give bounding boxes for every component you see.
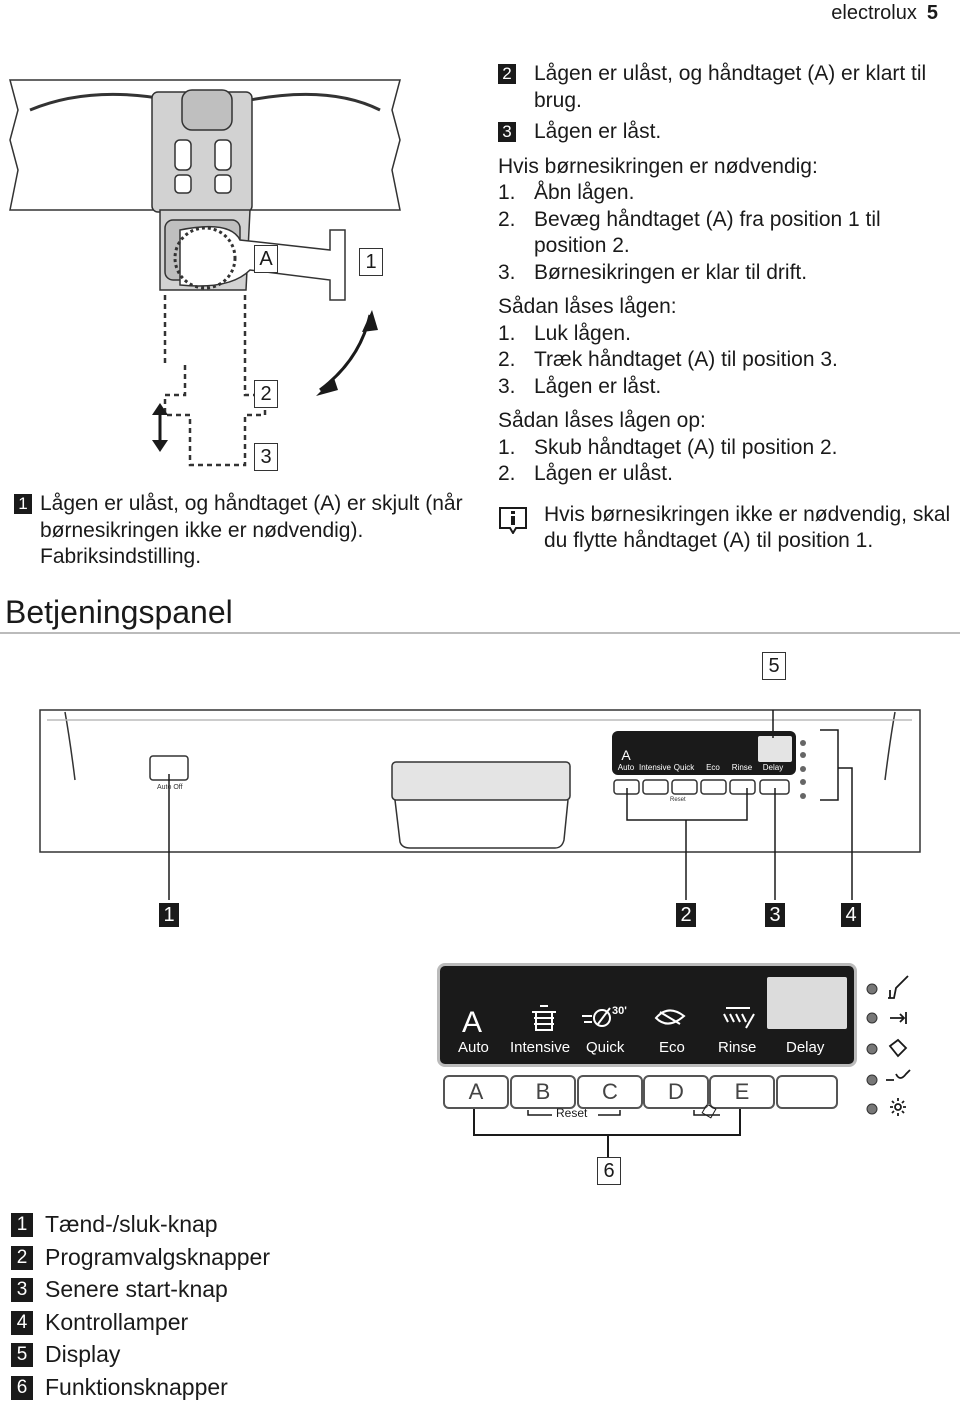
step-2: 2 Lågen er ulåst, og håndtaget (A) er kl… — [498, 61, 958, 114]
list-item: 1.Skub håndtaget (A) til position 2. — [498, 435, 838, 459]
auto-symbol: A — [462, 1006, 483, 1039]
child-lock-list: 1.Åbn lågen. 2.Bevæg håndtaget (A) fra p… — [498, 180, 958, 286]
indicator-lights — [866, 975, 911, 1116]
control-panel-overview: A Auto Intensive Quick Eco Rinse Delay A… — [39, 709, 921, 900]
step-number: 3 — [498, 122, 516, 142]
svg-text:Eco: Eco — [706, 763, 720, 772]
door-lock-illustration — [9, 79, 401, 467]
label-position-3: 3 — [254, 443, 278, 471]
button-d[interactable]: D — [643, 1075, 709, 1109]
display-screen — [767, 977, 847, 1029]
intensive-icon — [532, 1005, 556, 1031]
label-position-2: 2 — [254, 380, 278, 408]
list-item: 3.Lågen er låst. — [498, 374, 662, 398]
unlock-door-list: 1.Skub håndtaget (A) til position 2. 2.L… — [498, 435, 958, 488]
step-3: 3 Lågen er låst. — [498, 119, 958, 146]
quick-icon: 30' — [582, 1005, 627, 1027]
svg-text:30': 30' — [612, 1005, 627, 1017]
step-text: Lågen er ulåst, og håndtaget (A) er skju… — [40, 492, 463, 568]
label-a: A — [254, 245, 278, 273]
section-divider — [0, 632, 960, 634]
svg-text:Delay: Delay — [763, 763, 783, 772]
eco-icon — [654, 1009, 686, 1025]
lock-door-list: 1.Luk lågen. 2.Træk håndtaget (A) til po… — [498, 321, 958, 401]
program-label-intensive: Intensive — [510, 1039, 571, 1056]
step-text: Lågen er ulåst, og håndtaget (A) er klar… — [534, 62, 927, 112]
list-item: 1.Åbn lågen. — [498, 181, 635, 204]
page-number: 5 — [926, 2, 938, 24]
button-e[interactable]: E — [709, 1075, 775, 1109]
salt-indicator-icon — [888, 975, 909, 999]
delay-button[interactable] — [776, 1075, 838, 1109]
step-number: 2 — [498, 64, 516, 84]
svg-text:Quick: Quick — [674, 763, 695, 772]
right-column: 2 Lågen er ulåst, og håndtaget (A) er kl… — [498, 61, 958, 555]
callout-6: 6 — [597, 1157, 621, 1185]
step-number: 1 — [14, 494, 32, 514]
end-indicator-icon — [890, 1012, 907, 1024]
program-label-auto: Auto — [458, 1039, 489, 1056]
callout-4: 4 — [841, 903, 861, 927]
step-text: Lågen er låst. — [534, 120, 662, 143]
info-icon — [499, 506, 527, 534]
tablet-indicator-icon — [888, 1038, 908, 1058]
reset-label: Reset — [556, 1106, 588, 1120]
list-item: 2.Træk håndtaget (A) til position 3. — [498, 348, 838, 371]
callout-2: 2 — [676, 903, 696, 927]
program-label-rinse: Rinse — [718, 1039, 757, 1056]
button-a[interactable]: A — [443, 1075, 509, 1109]
reset-bracket — [473, 1105, 741, 1160]
button-c[interactable]: C — [577, 1075, 643, 1109]
rinse-icon — [723, 1007, 755, 1029]
svg-text:Intensive: Intensive — [639, 763, 672, 772]
step-1: 1 Lågen er ulåst, og håndtaget (A) er sk… — [7, 491, 477, 571]
brand-name: electrolux — [831, 2, 917, 24]
program-label-eco: Eco — [659, 1039, 685, 1056]
page-header: electrolux 5 — [831, 2, 938, 25]
program-label-delay: Delay — [786, 1039, 825, 1056]
unlock-door-heading: Sådan låses lågen op: — [498, 409, 706, 432]
list-item: 3.Børnesikringen er klar til drift. — [498, 260, 808, 284]
rinse-aid-indicator-icon — [886, 1069, 911, 1081]
section-title: Betjeningspanel — [5, 594, 233, 630]
svg-text:A: A — [621, 747, 631, 763]
svg-text:Auto: Auto — [618, 763, 635, 772]
info-text: Hvis børnesikringen ikke er nødvendig, s… — [544, 502, 951, 553]
button-b[interactable]: B — [510, 1075, 576, 1109]
lock-door-heading: Sådan låses lågen: — [498, 295, 677, 318]
list-item: 1.Luk lågen. — [498, 321, 631, 345]
callout-3: 3 — [765, 903, 785, 927]
program-display-panel: A 30' Auto Intensive Quick Eco Rinse Del… — [437, 963, 857, 1067]
svg-text:Rinse: Rinse — [732, 763, 753, 772]
callout-1: 1 — [159, 903, 179, 927]
info-note: Hvis børnesikringen ikke er nødvendig, s… — [498, 502, 958, 555]
child-lock-heading: Hvis børnesikringen er nødvendig: — [498, 154, 818, 178]
light-indicator-icon — [890, 1098, 906, 1116]
onoff-label: Auto Off — [157, 784, 183, 791]
list-item: 2.Lågen er ulåst. — [498, 462, 673, 485]
label-position-1: 1 — [359, 248, 383, 276]
program-label-quick: Quick — [586, 1039, 625, 1056]
svg-text:Reset: Reset — [670, 797, 686, 803]
list-item: 2.Bevæg håndtaget (A) fra position 1 til… — [498, 207, 881, 258]
callout-5: 5 — [762, 652, 786, 680]
